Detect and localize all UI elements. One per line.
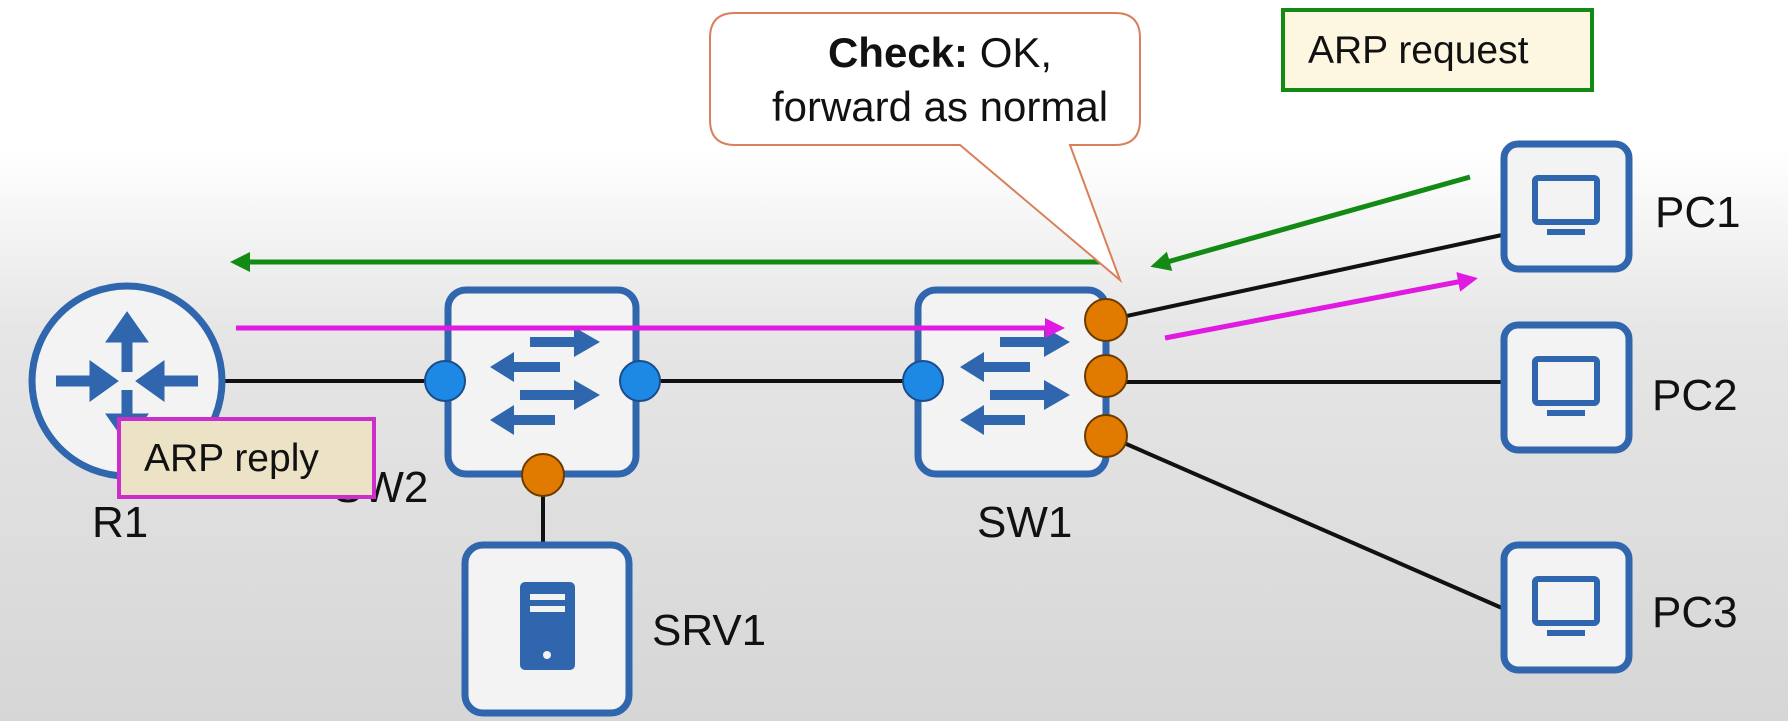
monitor-icon: [1532, 576, 1600, 636]
port-sw1-pc2: [1084, 354, 1128, 398]
arp-reply-arrows: [236, 272, 1478, 341]
arp-request-box: [1281, 8, 1594, 92]
label-srv1: SRV1: [652, 606, 766, 655]
links: [225, 233, 1503, 610]
label-r1: R1: [92, 498, 148, 547]
link-sw1-pc3: [1107, 434, 1503, 610]
switch-sw2[interactable]: [444, 286, 640, 478]
arp-reply-label: ARP reply: [144, 437, 319, 480]
port-sw1-pc3: [1084, 414, 1128, 458]
callout-status: OK,: [979, 29, 1053, 76]
label-pc3: PC3: [1652, 588, 1738, 637]
arp-request-label: ARP request: [1308, 29, 1529, 72]
switch-arrows-icon: [490, 327, 600, 435]
port-sw1-pc1: [1084, 298, 1128, 342]
label-pc2: PC2: [1652, 371, 1738, 420]
pc-pc3[interactable]: [1500, 541, 1633, 674]
callout-bold: Check:: [827, 29, 969, 76]
port-sw2-right: [619, 360, 661, 402]
arp-reply-box: [117, 417, 376, 499]
arp-request-arrows: [230, 174, 1471, 272]
label-sw1: SW1: [977, 498, 1072, 547]
pc-pc1[interactable]: [1500, 140, 1633, 273]
arp-request-arrow-pc1-sw1: [1150, 174, 1471, 271]
label-pc1: PC1: [1655, 188, 1741, 237]
switch-sw1[interactable]: [914, 286, 1110, 478]
ports: [424, 298, 1128, 497]
server-icon: [520, 582, 575, 670]
monitor-icon: [1532, 175, 1600, 235]
pc-pc2[interactable]: [1500, 321, 1633, 454]
callout-text: Check: OK, forward as normal: [705, 26, 1175, 134]
port-sw2-bottom: [521, 453, 565, 497]
link-sw1-pc1: [1107, 233, 1503, 322]
monitor-icon: [1532, 356, 1600, 416]
port-sw1-left: [902, 360, 944, 402]
server-srv1[interactable]: [461, 541, 633, 717]
callout-line2: forward as normal: [771, 83, 1109, 130]
arp-reply-arrow-sw1-pc1: [1164, 272, 1478, 341]
callout-bubble: [709, 12, 1141, 284]
port-sw2-left: [424, 360, 466, 402]
